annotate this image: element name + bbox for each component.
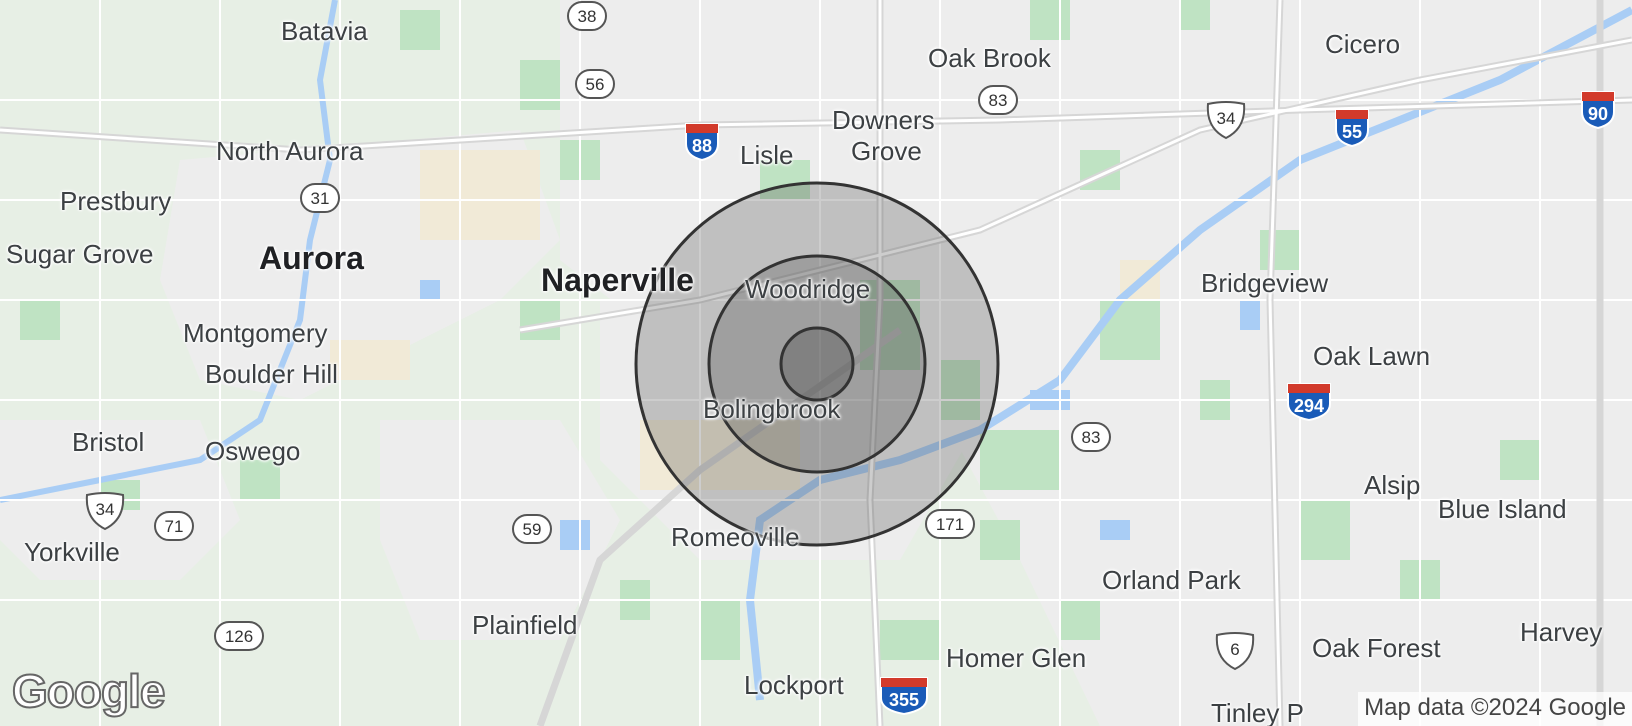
interstate-shield-icon xyxy=(1335,109,1369,148)
interstate-shield-355: 355 xyxy=(878,676,930,716)
us-route-shield-34-west: 34 xyxy=(83,491,127,531)
route-shield-31: 31 xyxy=(299,182,341,214)
city-label-tinley-park: Tinley P xyxy=(1211,698,1304,726)
city-label-lisle: Lisle xyxy=(740,140,794,170)
map-attribution[interactable]: Map data ©2024 Google xyxy=(1358,692,1632,726)
city-label-harvey: Harvey xyxy=(1520,617,1603,647)
us-route-shield-34-east: 34 xyxy=(1204,100,1248,140)
city-label-prestbury: Prestbury xyxy=(60,186,172,216)
interstate-shield-icon xyxy=(880,677,928,716)
city-label-blue-island: Blue Island xyxy=(1438,494,1567,524)
interstate-shield-55: 55 xyxy=(1333,108,1371,148)
radius-ring-outer xyxy=(634,181,1000,547)
city-label-oak-brook: Oak Brook xyxy=(928,43,1051,73)
city-label-oak-lawn: Oak Lawn xyxy=(1313,341,1431,371)
city-label-yorkville: Yorkville xyxy=(24,537,120,567)
city-label-oswego: Oswego xyxy=(205,436,301,466)
us-route-shield-icon xyxy=(1215,632,1255,671)
city-label-batavia: Batavia xyxy=(281,16,368,46)
state-route-shield-icon xyxy=(1071,422,1111,452)
state-route-shield-icon xyxy=(978,85,1018,115)
city-label-bolingbrook: Bolingbrook xyxy=(703,394,841,424)
city-label-homer-glen: Homer Glen xyxy=(946,643,1087,673)
city-label-orland-park: Orland Park xyxy=(1102,565,1241,595)
interstate-shield-90: 90 xyxy=(1579,90,1617,130)
city-label-sugar-grove: Sugar Grove xyxy=(6,239,154,269)
city-label-aurora: Aurora xyxy=(259,240,364,276)
google-logo[interactable]: Google xyxy=(11,664,166,718)
city-label-plainfield: Plainfield xyxy=(472,610,578,640)
state-route-shield-icon xyxy=(300,183,340,213)
route-shield-59: 59 xyxy=(511,513,553,545)
route-shield-83-north: 83 xyxy=(977,84,1019,116)
us-route-shield-6: 6 xyxy=(1213,631,1257,671)
route-shield-126: 126 xyxy=(213,620,265,652)
radius-ring-middle xyxy=(707,254,927,474)
city-label-oak-forest: Oak Forest xyxy=(1312,633,1441,663)
state-route-shield-icon xyxy=(925,509,975,539)
city-label-romeoville: Romeoville xyxy=(671,522,800,552)
interstate-shield-icon xyxy=(685,123,719,162)
interstate-shield-icon xyxy=(1581,91,1615,130)
us-route-shield-icon xyxy=(1206,101,1246,140)
city-label-north-aurora: North Aurora xyxy=(216,136,364,166)
radius-ring-inner xyxy=(779,326,855,402)
city-label-woodridge: Woodridge xyxy=(745,274,871,304)
route-shield-83-south: 83 xyxy=(1070,421,1112,453)
city-label-alsip: Alsip xyxy=(1364,470,1421,500)
state-route-shield-icon xyxy=(154,511,194,541)
radius-rings xyxy=(634,181,1000,547)
city-label-cicero: Cicero xyxy=(1325,29,1401,59)
waterways xyxy=(0,0,1632,701)
interstate-shield-icon xyxy=(1287,383,1331,422)
interstate-shield-88: 88 xyxy=(683,122,721,162)
state-route-shield-icon xyxy=(512,514,552,544)
state-route-shield-icon xyxy=(575,69,615,99)
route-shield-71: 71 xyxy=(153,510,195,542)
city-label-naperville: Naperville xyxy=(541,262,694,298)
state-route-shield-icon xyxy=(567,1,607,31)
route-shield-38: 38 xyxy=(566,0,608,32)
city-label-downers: Downers xyxy=(832,105,935,135)
route-shield-171: 171 xyxy=(924,508,976,540)
city-label-lockport: Lockport xyxy=(744,670,844,700)
city-label-bristol: Bristol xyxy=(72,427,145,457)
state-route-shield-icon xyxy=(214,621,264,651)
city-label-montgomery: Montgomery xyxy=(183,318,328,348)
city-label-grove: Grove xyxy=(851,136,922,166)
us-route-shield-icon xyxy=(85,492,125,531)
city-label-boulder-hill: Boulder Hill xyxy=(205,359,338,389)
route-shield-56: 56 xyxy=(574,68,616,100)
interstate-shield-294: 294 xyxy=(1285,382,1333,422)
city-label-bridgeview: Bridgeview xyxy=(1201,268,1329,298)
